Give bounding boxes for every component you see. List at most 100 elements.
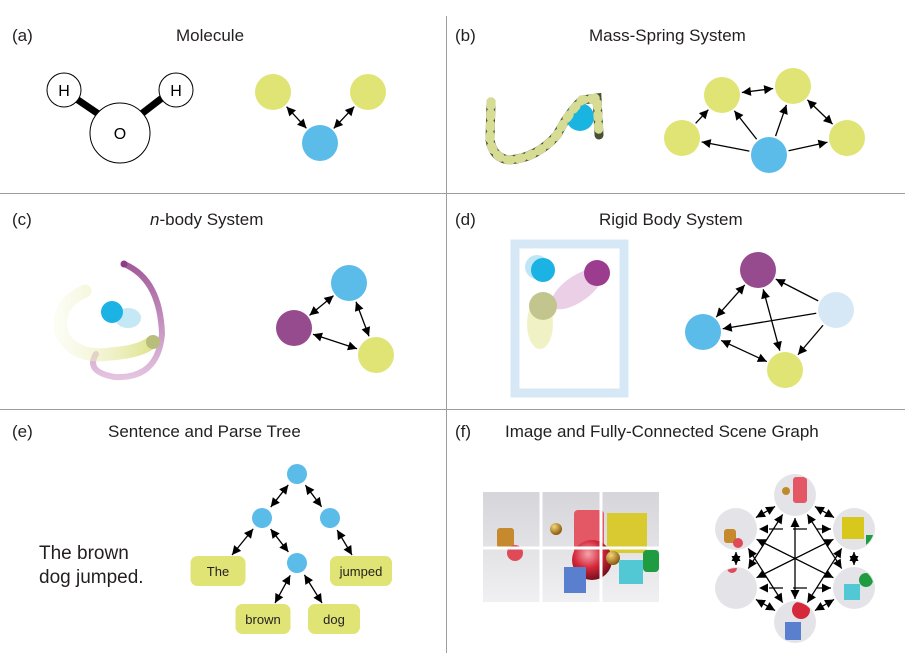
scene-graph-nodes bbox=[715, 474, 875, 643]
arrow-head-icon bbox=[807, 99, 818, 110]
arrow-head-icon bbox=[765, 602, 776, 611]
scene-object bbox=[724, 529, 736, 543]
edge-line bbox=[756, 538, 834, 579]
panel-molecule: (a) Molecule H O H bbox=[0, 0, 446, 193]
arrow-head-icon bbox=[755, 509, 766, 518]
graph-node-blue bbox=[302, 125, 338, 161]
edge-line bbox=[747, 548, 784, 603]
bond-right bbox=[137, 95, 165, 118]
blue-cube bbox=[564, 567, 586, 593]
graph-node-yellow bbox=[829, 120, 865, 156]
arrow-head-icon bbox=[698, 109, 709, 120]
purple-orbit-trail bbox=[90, 261, 166, 381]
arrow-head-icon bbox=[748, 548, 757, 559]
arrow-head-icon bbox=[244, 528, 254, 539]
panel-scene-graph: (f) Image and Fully-Connected Scene Grap… bbox=[447, 410, 905, 653]
panel-rigid-body: (d) Rigid Body System bbox=[447, 194, 905, 409]
scene-object bbox=[792, 602, 810, 619]
arrow-head-icon bbox=[279, 542, 289, 552]
scene-crop-objects bbox=[727, 568, 737, 573]
word-box bbox=[330, 556, 392, 586]
yellow-body bbox=[146, 335, 160, 349]
arrow-head-icon bbox=[297, 118, 307, 129]
arrow-head-icon bbox=[270, 529, 280, 539]
word-label: brown bbox=[245, 612, 280, 627]
scene-graph-node bbox=[833, 508, 875, 550]
arrow-head-icon bbox=[286, 106, 296, 117]
arrow-head-icon bbox=[849, 552, 859, 561]
graph-node-yellow bbox=[767, 352, 803, 388]
panel-mass-spring: (b) Mass-Spring System bbox=[447, 0, 905, 193]
gold-sphere-small bbox=[606, 551, 620, 565]
scene-illustration bbox=[483, 474, 875, 643]
arrow-head-icon bbox=[814, 602, 825, 611]
scene-crop-objects bbox=[844, 573, 873, 600]
graph-edges bbox=[309, 295, 371, 351]
edge-line bbox=[762, 289, 781, 351]
panel-title: Mass-Spring System bbox=[589, 26, 746, 45]
arrow-head-icon bbox=[232, 545, 242, 555]
arrow-head-icon bbox=[731, 556, 741, 565]
mass-spring-illustration bbox=[485, 68, 865, 173]
scene-object bbox=[785, 622, 801, 640]
word-label: The bbox=[207, 564, 229, 579]
panel-title: Image and Fully-Connected Scene Graph bbox=[505, 422, 819, 441]
arrow-head-icon bbox=[823, 569, 834, 578]
atom-o bbox=[89, 102, 151, 164]
arrow-head-icon bbox=[765, 506, 776, 515]
graph-node-purple bbox=[740, 252, 776, 288]
arrow-head-icon bbox=[823, 539, 834, 548]
scene-graph-node bbox=[715, 508, 757, 550]
arrow-head-icon bbox=[305, 485, 315, 496]
scene-graph-node bbox=[715, 567, 757, 609]
arrow-head-icon bbox=[774, 592, 783, 603]
graph-node-yellow bbox=[358, 337, 394, 373]
arrow-head-icon bbox=[759, 524, 768, 534]
arrow-head-icon bbox=[337, 530, 346, 541]
arrow-head-icon bbox=[716, 307, 726, 318]
arrow-head-icon bbox=[807, 514, 816, 525]
gold-sphere bbox=[550, 523, 562, 535]
arrow-head-icon bbox=[344, 106, 355, 117]
arrow-head-icon bbox=[822, 114, 833, 125]
brown-cylinder bbox=[497, 528, 514, 548]
atom-h-left-label: H bbox=[58, 83, 70, 100]
arrow-head-icon bbox=[275, 592, 284, 603]
arrow-head-icon bbox=[790, 590, 800, 599]
tree-node bbox=[320, 508, 340, 528]
horizontal-divider-2 bbox=[0, 409, 905, 410]
arrow-head-icon bbox=[756, 353, 767, 362]
scene-object bbox=[782, 487, 790, 495]
blue-block bbox=[531, 258, 555, 282]
arrow-head-icon bbox=[333, 118, 344, 129]
scene-image bbox=[483, 492, 659, 602]
arrow-head-icon bbox=[774, 514, 783, 525]
arrow-head-icon bbox=[759, 583, 768, 593]
panel-n-body: (c) n-body System bbox=[0, 194, 446, 409]
graph-node-blue bbox=[751, 137, 787, 173]
sentence-line-2: dog jumped. bbox=[39, 567, 144, 588]
arrow-head-icon bbox=[763, 85, 774, 95]
horizontal-divider-1 bbox=[0, 193, 905, 194]
sentence: The brown dog jumped. bbox=[39, 542, 144, 590]
tree-node bbox=[252, 508, 272, 528]
arrow-head-icon bbox=[304, 574, 314, 585]
atom-h-left bbox=[46, 72, 82, 108]
arrow-head-icon bbox=[779, 104, 788, 115]
word-label: dog bbox=[323, 612, 345, 627]
title-rest: -body System bbox=[159, 210, 264, 229]
arrow-head-icon bbox=[756, 539, 767, 548]
bond-left bbox=[73, 95, 102, 118]
scene-graph-node bbox=[774, 474, 816, 516]
graph-node-purple bbox=[276, 310, 312, 346]
edge-line bbox=[722, 312, 817, 330]
arrow-head-icon bbox=[833, 548, 842, 559]
panel-title: Molecule bbox=[176, 26, 245, 45]
scene-graph-node bbox=[833, 567, 875, 609]
arrow-head-icon bbox=[748, 558, 757, 569]
arrow-head-icon bbox=[756, 569, 767, 578]
arrow-head-icon bbox=[343, 544, 352, 555]
cyan-cube bbox=[619, 560, 643, 584]
